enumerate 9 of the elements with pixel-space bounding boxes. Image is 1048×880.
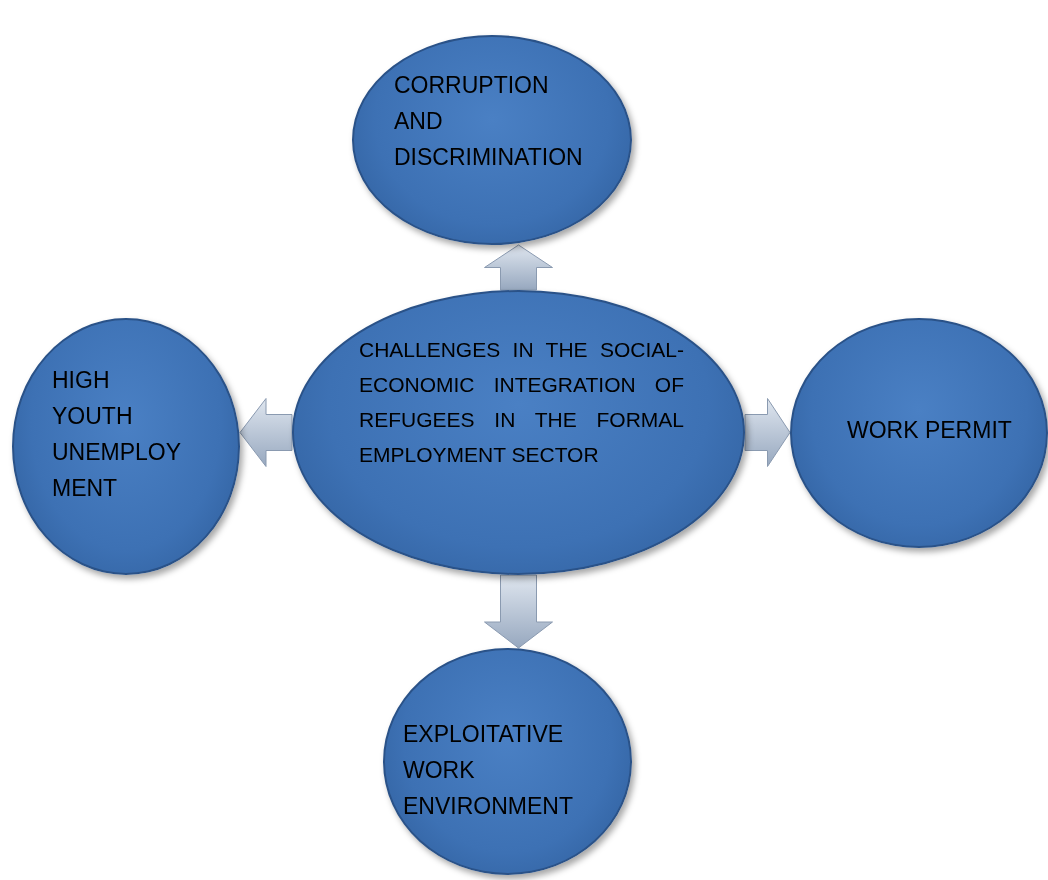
block-arrow xyxy=(239,398,293,467)
node-label: HIGH YOUTH UNEMPLOYMENT xyxy=(52,366,183,503)
block-arrow xyxy=(744,398,791,467)
block-arrow xyxy=(484,244,553,291)
block-arrow xyxy=(484,574,553,649)
node-label: CORRUPTION AND DISCRIMINATION xyxy=(394,71,584,172)
node-label: EXPLOITATIVE WORK ENVIRONMENT xyxy=(403,720,574,821)
node-label: CHALLENGES IN THE SOCIAL-ECONOMIC INTEGRATION OF REFUGEES IN THE FORMAL EMPLOYMENT SECTOR xyxy=(359,337,684,468)
node-label: WORK PERMIT xyxy=(847,416,1013,445)
